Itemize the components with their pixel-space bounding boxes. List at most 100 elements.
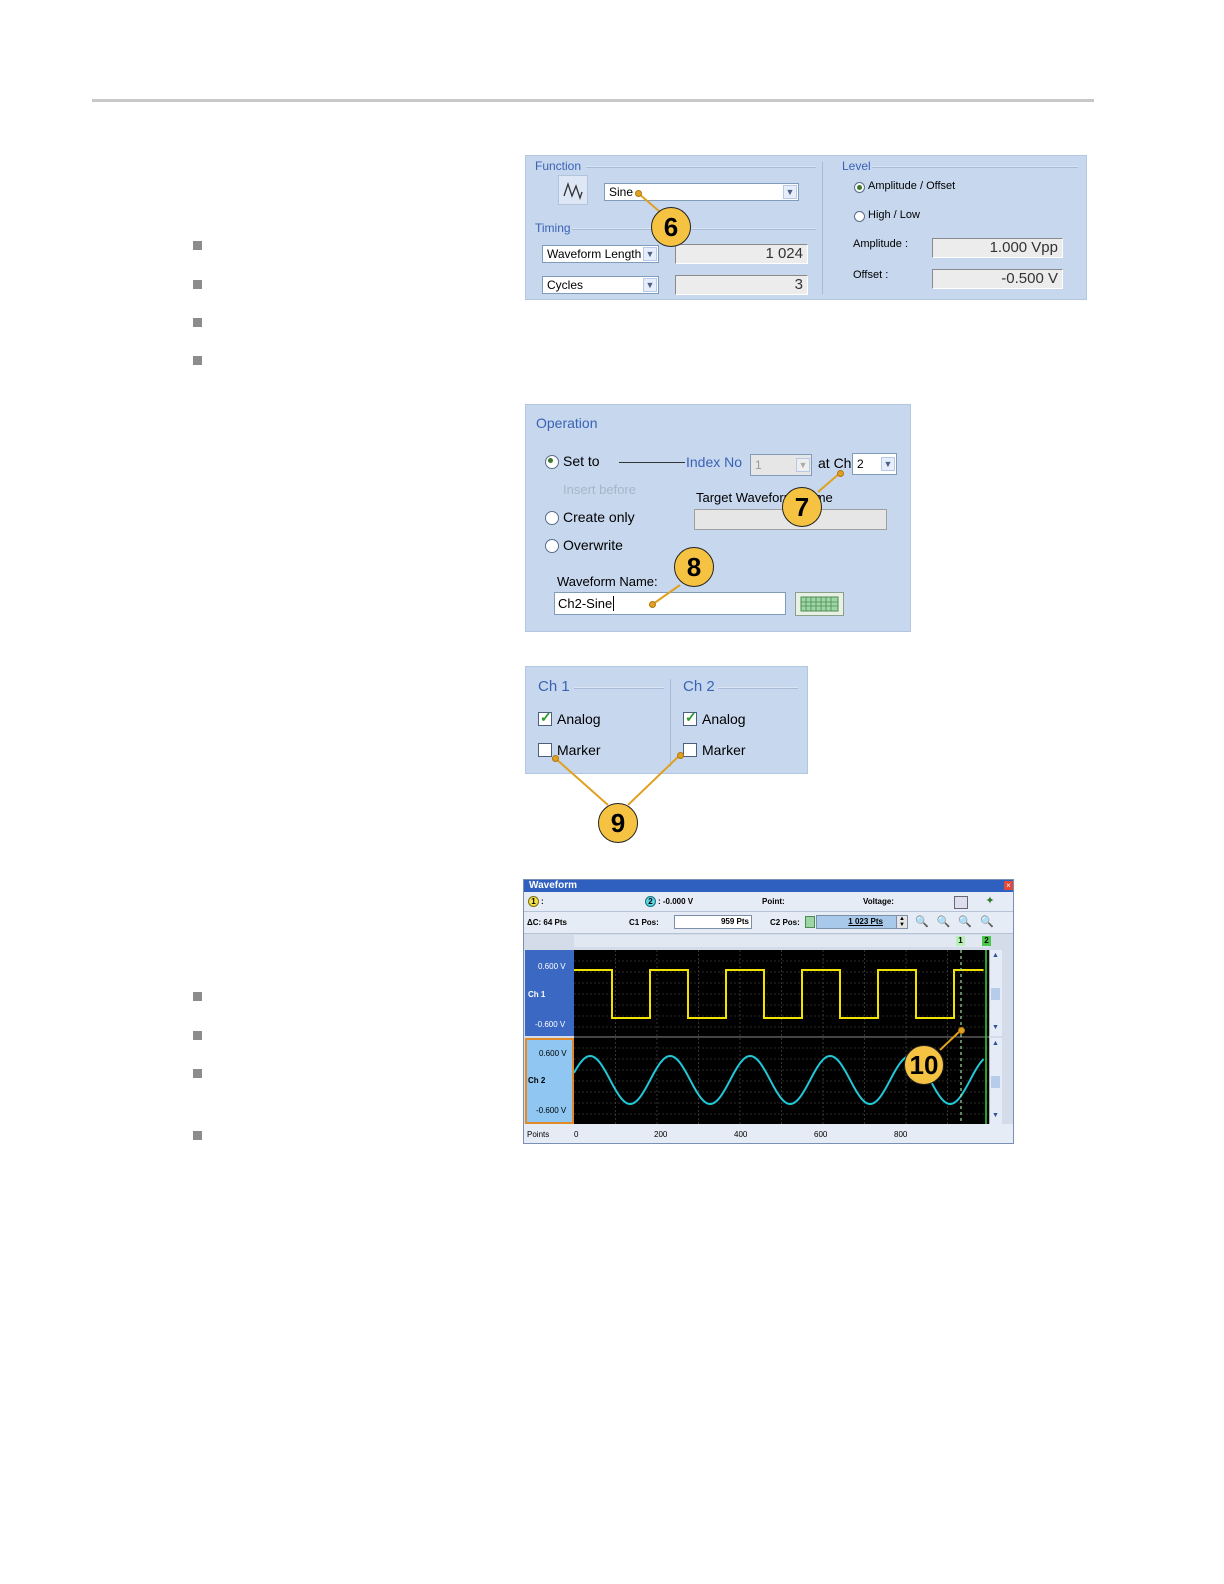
scroll-down-icon[interactable]: ▼	[992, 1112, 999, 1119]
c2-pos-label: C2 Pos:	[770, 918, 800, 927]
waveform-length-field[interactable]: 1 024	[675, 244, 808, 264]
cursor-marker-strip	[574, 935, 989, 947]
ch1-title: Ch 1	[538, 678, 570, 695]
sine-function-icon[interactable]	[558, 175, 588, 205]
ch1-top-scale: 0.600 V	[538, 962, 566, 971]
amplitude-label: Amplitude :	[853, 238, 909, 250]
amplitude-offset-radio[interactable]	[854, 182, 865, 193]
cycles-field[interactable]: 3	[675, 275, 808, 295]
ch1-analog-label: Analog	[557, 711, 601, 727]
ch1-scrollbar[interactable]: ▲ ▼	[989, 950, 1002, 1036]
ch2-analog-checkbox[interactable]	[683, 709, 697, 726]
scroll-thumb[interactable]	[991, 1076, 1000, 1088]
index-no-label: Index No	[686, 454, 743, 470]
bullet	[193, 1031, 202, 1040]
timing-select-length[interactable]: Waveform Length ▼	[542, 245, 659, 263]
cursor1-readout: :	[541, 897, 544, 906]
function-select[interactable]: Sine ▼	[604, 183, 799, 201]
callout-anchor	[958, 1027, 965, 1034]
callout-8: 8	[674, 547, 714, 587]
ch1-side-label: Ch 1	[528, 990, 546, 999]
set-to-radio[interactable]	[545, 455, 559, 469]
function-group-label: Function	[535, 159, 582, 173]
overwrite-radio[interactable]	[545, 539, 559, 553]
ch1-analog-checkbox[interactable]	[538, 709, 552, 726]
close-icon[interactable]: ×	[1004, 881, 1013, 890]
waveform-name-value: Ch2-Sine	[558, 596, 613, 611]
group-line	[586, 166, 816, 168]
create-only-radio[interactable]	[545, 511, 559, 525]
c2-pos-spinner[interactable]: ▲▼	[896, 915, 908, 929]
x-tick-label: 800	[894, 1130, 908, 1139]
x-tick-label: 200	[654, 1130, 668, 1139]
high-low-radio[interactable]	[854, 211, 865, 222]
timing-group-label: Timing	[535, 221, 571, 235]
scroll-up-icon[interactable]: ▲	[992, 1040, 999, 1047]
bullet	[193, 992, 202, 1001]
bullet	[193, 1131, 202, 1140]
waveform-name-label: Waveform Name:	[557, 574, 658, 589]
function-select-value: Sine	[609, 185, 634, 199]
high-low-label: High / Low	[868, 209, 920, 221]
ch2-scrollbar[interactable]: ▲ ▼	[989, 1038, 1002, 1124]
tool-icon[interactable]: ✦	[985, 895, 995, 907]
ch1-trace	[574, 969, 984, 1019]
group-line	[718, 687, 798, 689]
ch1-side-panel[interactable]	[525, 950, 574, 1036]
chevron-down-icon[interactable]: ▼	[881, 457, 895, 471]
cursor1-marker[interactable]: 1	[956, 936, 965, 946]
index-no-select[interactable]: 1 ▼	[750, 454, 812, 476]
timing-select-label: Cycles	[547, 278, 584, 292]
level-group-label: Level	[842, 159, 871, 173]
at-ch-label: at Ch	[818, 455, 852, 471]
cursor2-marker[interactable]: 2	[982, 936, 991, 946]
ch1-bottom-scale: -0.600 V	[535, 1020, 566, 1029]
ch2-marker-checkbox[interactable]	[683, 743, 697, 757]
offset-field[interactable]: -0.500 V	[932, 269, 1063, 289]
operation-title: Operation	[536, 415, 598, 431]
bullet	[193, 318, 202, 327]
index-no-value: 1	[755, 458, 762, 472]
timing-select-cycles[interactable]: Cycles ▼	[542, 276, 659, 294]
header-rule	[92, 99, 1094, 102]
chevron-down-icon[interactable]: ▼	[643, 278, 657, 292]
table-view-icon[interactable]	[954, 896, 968, 909]
amplitude-field[interactable]: 1.000 Vpp	[932, 238, 1063, 258]
callout-anchor	[677, 752, 684, 759]
scroll-down-icon[interactable]: ▼	[992, 1024, 999, 1031]
channel-select[interactable]: 2 ▼	[852, 453, 897, 475]
ch1-marker-label: Marker	[557, 742, 601, 758]
ch2-side-panel[interactable]	[525, 1038, 574, 1124]
ch2-side-label: Ch 2	[528, 1076, 546, 1085]
ch2-analog-label: Analog	[702, 711, 746, 727]
ch2-bottom-scale: -0.600 V	[536, 1106, 567, 1115]
ch1-marker-checkbox[interactable]	[538, 743, 552, 757]
scroll-thumb[interactable]	[991, 988, 1000, 1000]
group-line	[872, 166, 1078, 168]
chevron-down-icon[interactable]: ▼	[643, 247, 657, 261]
waveform-plot[interactable]	[574, 950, 989, 1124]
keyboard-button[interactable]	[795, 592, 844, 616]
zoom-toolbar-icon[interactable]: 🔍🔍🔍🔍	[915, 916, 1002, 928]
c1-pos-field[interactable]: 959 Pts	[674, 915, 752, 929]
cursor1-icon: 1	[528, 896, 539, 907]
voltage-label: Voltage:	[863, 897, 894, 906]
chevron-down-icon[interactable]: ▼	[796, 458, 810, 472]
scroll-up-icon[interactable]: ▲	[992, 952, 999, 959]
chevron-down-icon[interactable]: ▼	[783, 185, 797, 199]
offset-label: Offset :	[853, 269, 889, 281]
callout-6: 6	[651, 207, 691, 247]
callout-9: 9	[598, 803, 638, 843]
cursor2-icon: 2	[645, 896, 656, 907]
waveform-titlebar: Waveform	[524, 880, 1013, 892]
points-label: Points	[527, 1130, 550, 1139]
x-tick-label: 0	[574, 1130, 579, 1139]
callout-anchor	[552, 755, 559, 762]
cursor2-readout: : -0.000 V	[658, 897, 694, 906]
amplitude-offset-label: Amplitude / Offset	[868, 180, 956, 192]
keypad-icon[interactable]	[805, 916, 815, 928]
channel-select-value: 2	[857, 457, 864, 471]
bullet	[193, 280, 202, 289]
waveform-title: Waveform	[529, 880, 577, 891]
insert-before-label: Insert before	[563, 482, 636, 497]
